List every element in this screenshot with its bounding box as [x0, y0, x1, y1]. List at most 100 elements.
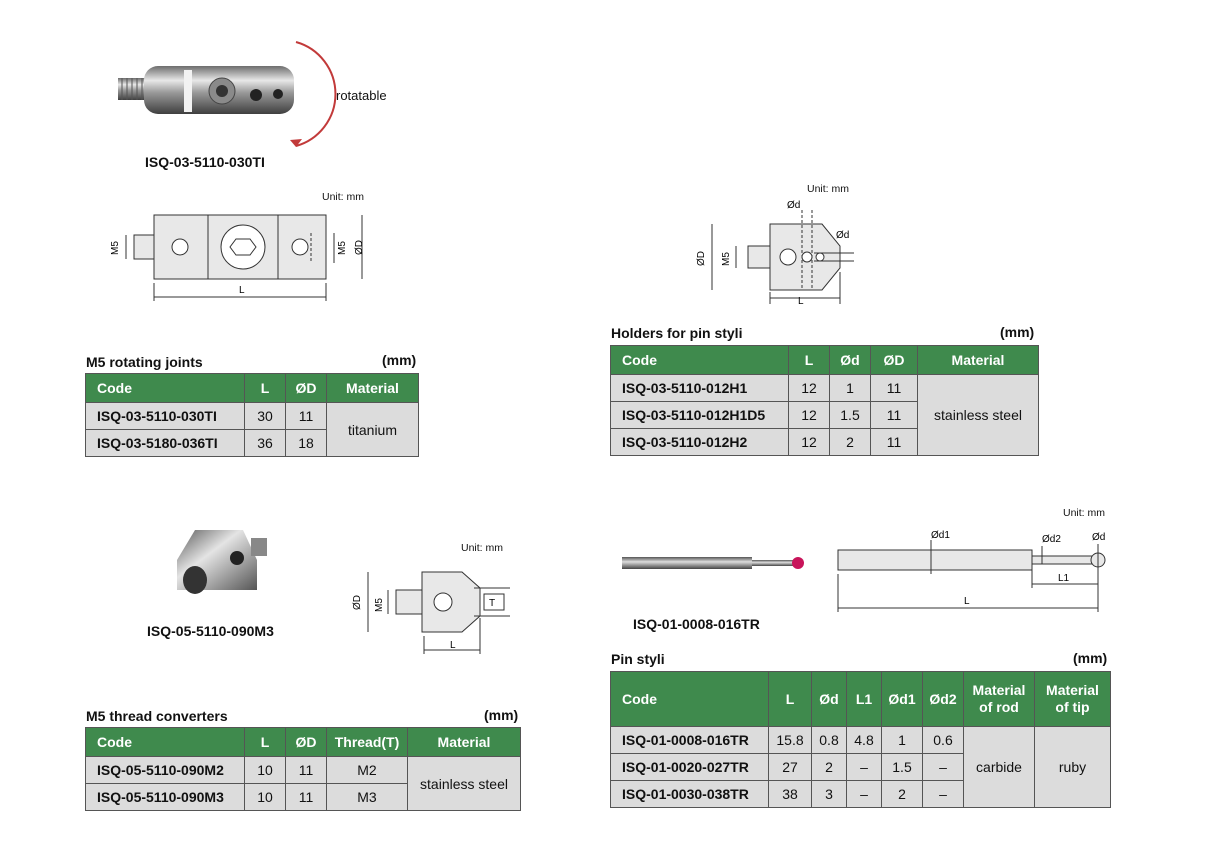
holder-technical-drawing: Ød Ød L ØD M5 — [696, 200, 854, 307]
stylus-technical-drawing: Ød1 Ød2 Ød L1 L — [837, 530, 1106, 612]
pin-stylus-photo — [622, 557, 804, 569]
header-od: ØD — [285, 727, 327, 757]
header-d2: Ød2 — [922, 671, 964, 727]
cell-l: 10 — [244, 783, 286, 811]
header-l: L — [788, 345, 830, 375]
converter-t-label: T — [489, 598, 495, 609]
cell-code: ISQ-01-0030-038TR — [610, 780, 769, 808]
cell-material: stainless steel — [917, 374, 1039, 456]
table-row: ISQ-03-5110-012H1 12 1 11 stainless stee… — [610, 374, 1039, 456]
stylus-od1-label: Ød1 — [931, 530, 950, 541]
holder-od-big-label: ØD — [696, 251, 707, 266]
joint-drawing-unit: Unit: mm — [322, 191, 364, 203]
table-row: ISQ-01-0008-016TR 15.8 0.8 4.8 1 0.6 car… — [610, 726, 1111, 808]
cell-d1: 1.5 — [881, 753, 923, 781]
table-row: ISQ-01-0020-027TR 27 2 – 1.5 – — [610, 753, 1111, 781]
cell-code: ISQ-01-0020-027TR — [610, 753, 769, 781]
cell-od: 11 — [870, 401, 918, 429]
header-l1: L1 — [846, 671, 882, 727]
stylus-l-label: L — [964, 596, 970, 607]
cell-od: 11 — [285, 756, 327, 784]
header-l: L — [244, 727, 286, 757]
table-row: ISQ-03-5110-012H2 12 2 11 — [610, 428, 1039, 456]
cell-l: 30 — [244, 402, 286, 430]
stylus-od2-label: Ød2 — [1042, 534, 1061, 545]
holders-table: Code L Ød ØD Material ISQ-03-5110-012H1 … — [610, 345, 1039, 456]
holder-od-top-label: Ød — [787, 200, 800, 211]
pin-styli-title: Pin styli — [611, 651, 665, 667]
cell-rod-material: carbide — [963, 726, 1035, 808]
cell-od: 11 — [870, 374, 918, 402]
header-material: Material — [326, 373, 419, 403]
cell-l1: 4.8 — [846, 726, 882, 754]
joint-m5-right-label: M5 — [337, 241, 348, 255]
header-d1: Ød1 — [881, 671, 923, 727]
header-material: Material — [917, 345, 1039, 375]
cell-d2: – — [922, 753, 964, 781]
cell-od: 18 — [285, 429, 327, 457]
cell-d: 3 — [811, 780, 847, 808]
cell-d: 2 — [811, 753, 847, 781]
cell-l: 15.8 — [768, 726, 812, 754]
joint-m5-left-label: M5 — [110, 241, 121, 255]
cell-code: ISQ-01-0008-016TR — [610, 726, 769, 754]
cell-l1: – — [846, 780, 882, 808]
cell-d: 2 — [829, 428, 871, 456]
cell-d: 1.5 — [829, 401, 871, 429]
cell-l: 12 — [788, 401, 830, 429]
converter-m5-label: M5 — [374, 598, 385, 612]
cell-thread: M3 — [326, 783, 408, 811]
cell-material: titanium — [326, 402, 419, 457]
table-row: ISQ-03-5110-012H1D5 12 1.5 11 — [610, 401, 1039, 429]
converter-od-label: ØD — [352, 595, 363, 610]
rotating-joints-unit: (mm) — [382, 352, 417, 368]
cell-thread: M2 — [326, 756, 408, 784]
holder-m5-label: M5 — [721, 252, 732, 266]
cell-l: 36 — [244, 429, 286, 457]
cell-material: stainless steel — [407, 756, 521, 811]
header-code: Code — [85, 373, 245, 403]
header-od: ØD — [285, 373, 327, 403]
cell-od: 11 — [870, 428, 918, 456]
cell-code: ISQ-03-5110-030TI — [85, 402, 245, 430]
stylus-product-code: ISQ-01-0008-016TR — [633, 616, 760, 632]
converter-product-code: ISQ-05-5110-090M3 — [147, 623, 274, 639]
thread-converters-title: M5 thread converters — [86, 708, 228, 724]
holder-l-label: L — [798, 296, 804, 307]
stylus-l1-label: L1 — [1058, 573, 1070, 584]
cell-l: 38 — [768, 780, 812, 808]
cell-d1: 2 — [881, 780, 923, 808]
joint-od-label: ØD — [354, 240, 365, 255]
header-code: Code — [610, 671, 769, 727]
converter-l-label: L — [450, 640, 456, 651]
rotating-joints-title: M5 rotating joints — [86, 354, 203, 370]
table-row: ISQ-01-0030-038TR 38 3 – 2 – — [610, 780, 1111, 808]
holders-unit: (mm) — [1000, 324, 1035, 340]
cell-d1: 1 — [881, 726, 923, 754]
header-d: Ød — [811, 671, 847, 727]
joint-product-code: ISQ-03-5110-030TI — [145, 154, 265, 170]
thread-converter-photo — [177, 530, 267, 594]
stylus-od-label: Ød — [1092, 532, 1105, 543]
table-row: ISQ-03-5180-036TI 36 18 — [85, 429, 419, 457]
cell-l1: – — [846, 753, 882, 781]
table-row: ISQ-05-5110-090M2 10 11 M2 stainless ste… — [85, 756, 521, 811]
cell-code: ISQ-03-5110-012H1 — [610, 374, 789, 402]
cell-l: 10 — [244, 756, 286, 784]
cell-code: ISQ-05-5110-090M3 — [85, 783, 245, 811]
cell-l: 12 — [788, 374, 830, 402]
cell-od: 11 — [285, 783, 327, 811]
cell-d: 0.8 — [811, 726, 847, 754]
rotatable-label: rotatable — [336, 88, 387, 103]
pin-styli-unit: (mm) — [1073, 650, 1108, 666]
header-thread: Thread(T) — [326, 727, 408, 757]
holder-drawing-unit: Unit: mm — [807, 183, 849, 195]
cell-d2: 0.6 — [922, 726, 964, 754]
header-code: Code — [85, 727, 245, 757]
cell-code: ISQ-03-5110-012H2 — [610, 428, 789, 456]
thread-converters-table: Code L ØD Thread(T) Material ISQ-05-5110… — [85, 727, 521, 811]
header-d: Ød — [829, 345, 871, 375]
